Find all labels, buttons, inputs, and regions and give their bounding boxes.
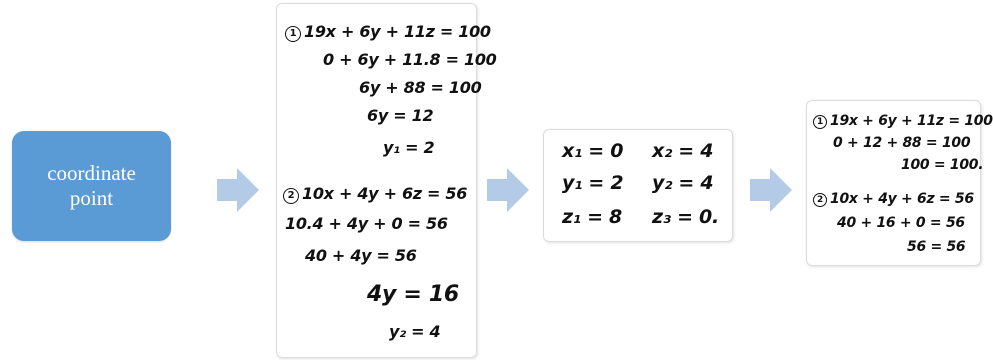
equation-line: 19x + 6y + 11z = 100: [304, 22, 491, 41]
equation-line: y₂ = 4: [389, 322, 441, 341]
equation-line: 10x + 4y + 6z = 56: [830, 191, 974, 207]
equation-number-badge: 1: [285, 26, 301, 42]
equation-line: 4y = 16: [367, 282, 459, 307]
equation-line: 10.4 + 4y + 0 = 56: [285, 214, 448, 233]
equation-line: 56 = 56: [907, 239, 966, 255]
equation-line: 0 + 6y + 11.8 = 100: [323, 50, 497, 69]
arrow-right-icon: [487, 168, 529, 212]
equation-line: 40 + 16 + 0 = 56: [837, 215, 965, 231]
equation-line: 40 + 4y = 56: [305, 246, 417, 265]
coordinate-value: y₂ = 4: [652, 172, 714, 194]
box-label-line2: point: [69, 186, 114, 210]
equation-line: 6y + 88 = 100: [359, 78, 482, 97]
coordinate-value: z₁ = 8: [562, 206, 622, 228]
equation-number-badge: 2: [283, 188, 299, 204]
box-label-line1: coordinate: [47, 160, 136, 185]
coordinate-value: z₃ = 0.: [652, 206, 719, 228]
equation-line: 6y = 12: [367, 106, 434, 125]
coordinate-value: x₁ = 0: [562, 140, 624, 162]
equation-line: 0 + 12 + 88 = 100: [833, 135, 971, 151]
equation-line: 19x + 6y + 11z = 100: [830, 113, 993, 129]
equation-number-badge: 2: [813, 193, 827, 207]
coordinate-value: y₁ = 2: [562, 172, 624, 194]
coordinate-point-box: coordinate point: [12, 131, 171, 241]
equation-number-badge: 1: [813, 115, 827, 129]
arrow-right-icon: [750, 168, 792, 212]
equation-line: y₁ = 2: [383, 138, 435, 157]
equation-line: 100 = 100.: [901, 157, 984, 173]
handwritten-coordinates: x₁ = 0 x₂ = 4 y₁ = 2 y₂ = 4 z₁ = 8 z₃ = …: [543, 129, 733, 242]
equation-line: 10x + 4y + 6z = 56: [302, 184, 468, 203]
coordinate-value: x₂ = 4: [652, 140, 714, 162]
arrow-right-icon: [217, 168, 259, 212]
